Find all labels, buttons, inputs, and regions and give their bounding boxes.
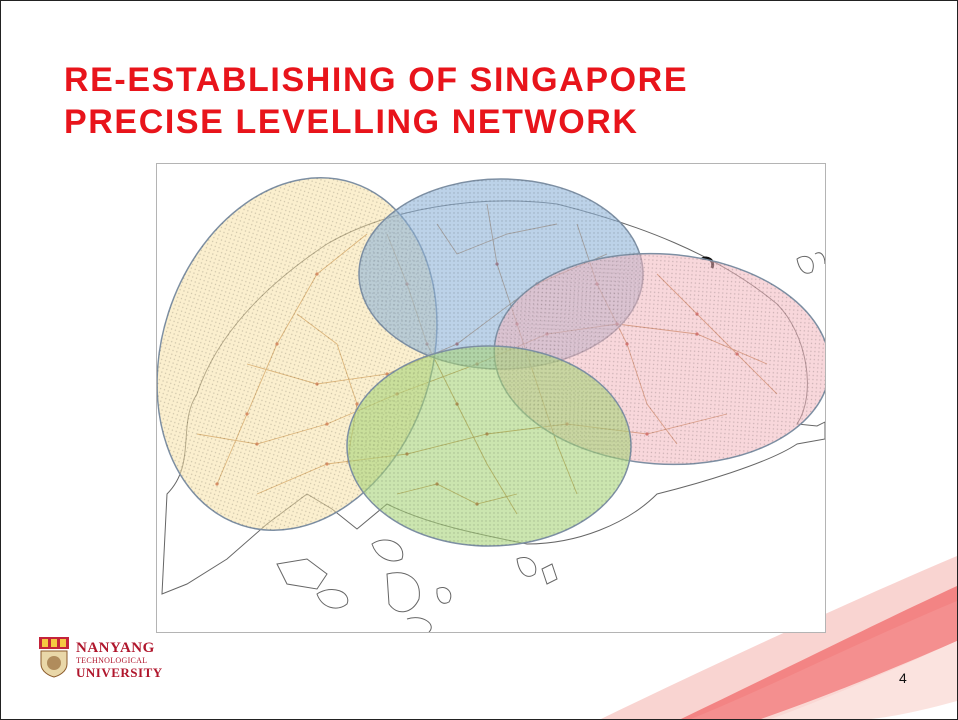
title-line-2: PRECISE LEVELLING NETWORK	[64, 103, 639, 141]
zone-south-texture	[347, 346, 631, 546]
levelling-network-map	[156, 163, 826, 633]
university-crest-icon	[39, 637, 69, 678]
slide-title: RE-ESTABLISHING OF SINGAPORE PRECISE LEV…	[64, 59, 884, 143]
ntu-logo: NANYANG TECHNOLOGICAL UNIVERSITY	[38, 636, 198, 686]
logo-line-nanyang: NANYANG	[76, 640, 155, 656]
logo-wordmark: NANYANG TECHNOLOGICAL UNIVERSITY	[76, 640, 163, 680]
logo-line-university: UNIVERSITY	[76, 665, 163, 680]
title-line-1: RE-ESTABLISHING OF SINGAPORE	[64, 61, 689, 99]
logo-line-technological: TECHNOLOGICAL	[76, 656, 148, 665]
slide-page-number: 4	[899, 670, 907, 686]
network-map-figure	[157, 177, 825, 632]
